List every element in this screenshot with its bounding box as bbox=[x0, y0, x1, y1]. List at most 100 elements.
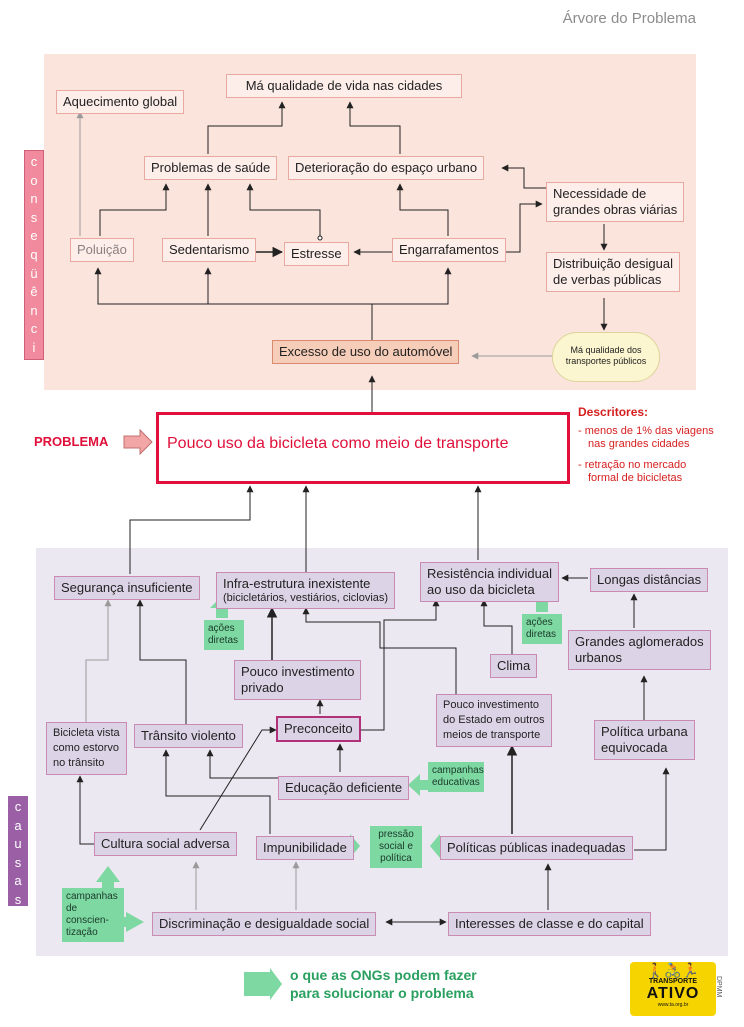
action-pressao-social: pressão social e política bbox=[370, 826, 422, 868]
box-educacao-deficiente: Educação deficiente bbox=[278, 776, 410, 800]
pressao-line3: política bbox=[380, 853, 412, 864]
bicicleta-vista-line1: Bicicleta vista bbox=[53, 727, 120, 739]
consequencias-char: n bbox=[30, 191, 38, 207]
campanhas-edu-line1: campanhas bbox=[432, 765, 484, 776]
box-clima: Clima bbox=[490, 654, 538, 678]
legend-line1: o que as ONGs podem fazer bbox=[290, 967, 477, 983]
legend-text: o que as ONGs podem fazer para soluciona… bbox=[290, 966, 477, 1002]
campanhas-consc-line3: tização bbox=[66, 927, 98, 938]
pouco-estado-line3: meios de transporte bbox=[443, 729, 541, 741]
box-necessidade-obras: Necessidade de grandes obras viárias bbox=[546, 182, 685, 222]
box-politicas-publicas: Políticas públicas inadequadas bbox=[440, 836, 633, 860]
action-acoes-diretas-1: ações diretas bbox=[204, 620, 244, 650]
resistencia-line1: Resistência individual bbox=[427, 566, 553, 581]
consequencias-char: ü bbox=[30, 265, 38, 281]
campanhas-edu-line2: educativas bbox=[432, 777, 480, 788]
transporte-ativo-logo: 🚶🚴🏃 TRANSPORTE ATIVO www.ta.org.br bbox=[630, 962, 716, 1016]
infra-line2: (bicicletários, vestiários, ciclovias) bbox=[223, 592, 389, 604]
pouco-priv-line2: privado bbox=[241, 680, 284, 695]
descritor-1-line2: nas grandes cidades bbox=[588, 438, 690, 450]
box-poluicao: Poluição bbox=[70, 238, 134, 262]
box-preconceito: Preconceito bbox=[276, 716, 361, 742]
page-title: Árvore do Problema bbox=[562, 10, 696, 27]
pouco-estado-line2: do Estado em outros bbox=[443, 714, 545, 726]
causas-char: c bbox=[14, 799, 22, 814]
pressao-line1: pressão bbox=[378, 829, 414, 840]
box-excesso-automovel: Excesso de uso do automóvel bbox=[272, 340, 460, 364]
consequencias-char: ê bbox=[30, 284, 38, 300]
resistencia-line2: ao uso da bicicleta bbox=[427, 582, 535, 597]
logo-main: ATIVO bbox=[646, 985, 700, 1002]
causas-char: s bbox=[14, 891, 22, 907]
box-discriminacao: Discriminação e desigualdade social bbox=[152, 912, 377, 936]
causas-char: a bbox=[14, 873, 22, 889]
consequencias-char: s bbox=[30, 377, 38, 393]
box-sedentarismo: Sedentarismo bbox=[162, 238, 257, 262]
consequencias-char: c bbox=[30, 154, 38, 169]
grandes-aglo-line2: urbanos bbox=[575, 650, 622, 665]
consequencias-char: o bbox=[30, 172, 38, 188]
box-longas-distancias: Longas distâncias bbox=[590, 568, 709, 592]
pouco-estado-line1: Pouco investimento bbox=[443, 699, 539, 711]
box-resistencia-individual: Resistência individual ao uso da bicicle… bbox=[420, 562, 560, 602]
politica-urbana-line1: Política urbana bbox=[601, 724, 688, 739]
box-ma-qualidade-transportes: Má qualidade dos transportes públicos bbox=[552, 332, 660, 382]
consequencias-char: c bbox=[30, 321, 38, 337]
action-campanhas-educativas: campanhas educativas bbox=[428, 762, 484, 792]
bicicleta-vista-line3: no trânsito bbox=[53, 757, 105, 769]
box-impunibilidade: Impunibilidade bbox=[256, 836, 354, 860]
politica-urbana-line2: equivocada bbox=[601, 740, 668, 755]
box-pouco-invest-privado: Pouco investimento privado bbox=[234, 660, 362, 700]
necessidade-line1: Necessidade de bbox=[553, 186, 647, 201]
problem-box: Pouco uso da bicicleta como meio de tran… bbox=[156, 412, 570, 484]
descritores: Descritores: - menos de 1% das viagens n… bbox=[578, 406, 714, 485]
necessidade-line2: grandes obras viárias bbox=[553, 202, 678, 217]
legend-line2: para solucionar o problema bbox=[290, 985, 474, 1001]
consequencias-char: e bbox=[30, 228, 38, 244]
box-deterioracao: Deterioração do espaço urbano bbox=[288, 156, 485, 180]
box-aquecimento-global: Aquecimento global bbox=[56, 90, 185, 114]
acoes1-line2: diretas bbox=[208, 635, 239, 646]
pouco-priv-line1: Pouco investimento bbox=[241, 664, 355, 679]
action-campanhas-conscientizacao: campanhas de conscien- tização bbox=[62, 888, 124, 942]
box-transito-violento: Trânsito violento bbox=[134, 724, 243, 748]
pressao-line2: social e bbox=[379, 841, 413, 852]
box-ma-qualidade-vida: Má qualidade de vida nas cidades bbox=[226, 74, 462, 98]
legend-arrow-icon bbox=[244, 968, 282, 1000]
box-distribuicao-desigual: Distribuição desigual de verbas públicas bbox=[546, 252, 680, 292]
consequencias-char: s bbox=[30, 209, 38, 225]
distribuicao-line2: de verbas públicas bbox=[553, 272, 662, 287]
acoes1-line1: ações bbox=[208, 623, 235, 634]
problem-tag: PROBLEMA bbox=[34, 434, 109, 449]
campanhas-consc-line1: campanhas bbox=[66, 891, 118, 902]
logo-url: www.ta.org.br bbox=[657, 1002, 689, 1008]
ma-qualidade-transp-line2: transportes públicos bbox=[565, 356, 647, 366]
descritor-1-line1: - menos de 1% das viagens bbox=[578, 425, 714, 437]
box-bicicleta-vista: Bicicleta vista como estorvo no trânsito bbox=[46, 722, 127, 775]
logo-figures-icon: 🚶🚴🏃 bbox=[646, 962, 700, 978]
descritor-2-line1: - retração no mercado bbox=[578, 459, 687, 471]
logo-top: TRANSPORTE bbox=[648, 978, 698, 985]
ma-qualidade-transp-line1: Má qualidade dos bbox=[570, 345, 642, 355]
descritor-2-line2: formal de bicicletas bbox=[588, 472, 683, 484]
consequencias-char: q bbox=[30, 246, 38, 262]
author-mark: DPMM bbox=[715, 976, 722, 998]
box-interesses: Interesses de classe e do capital bbox=[448, 912, 651, 936]
problem-text: Pouco uso da bicicleta como meio de tran… bbox=[167, 435, 509, 452]
causas-char: u bbox=[14, 836, 22, 852]
box-politica-urbana: Política urbana equivocada bbox=[594, 720, 695, 760]
box-problemas-saude: Problemas de saúde bbox=[144, 156, 278, 180]
campanhas-consc-line2: de conscien- bbox=[66, 903, 109, 926]
acoes2-line1: ações bbox=[526, 617, 553, 628]
causas-char: a bbox=[14, 817, 22, 833]
bicicleta-vista-line2: como estorvo bbox=[53, 742, 120, 754]
consequencias-char: n bbox=[30, 302, 38, 318]
causas-char: s bbox=[14, 854, 22, 870]
consequencias-char: i bbox=[32, 339, 36, 355]
grandes-aglo-line1: Grandes aglomerados bbox=[575, 634, 704, 649]
box-grandes-aglomerados: Grandes aglomerados urbanos bbox=[568, 630, 711, 670]
action-acoes-diretas-2: ações diretas bbox=[522, 614, 562, 644]
